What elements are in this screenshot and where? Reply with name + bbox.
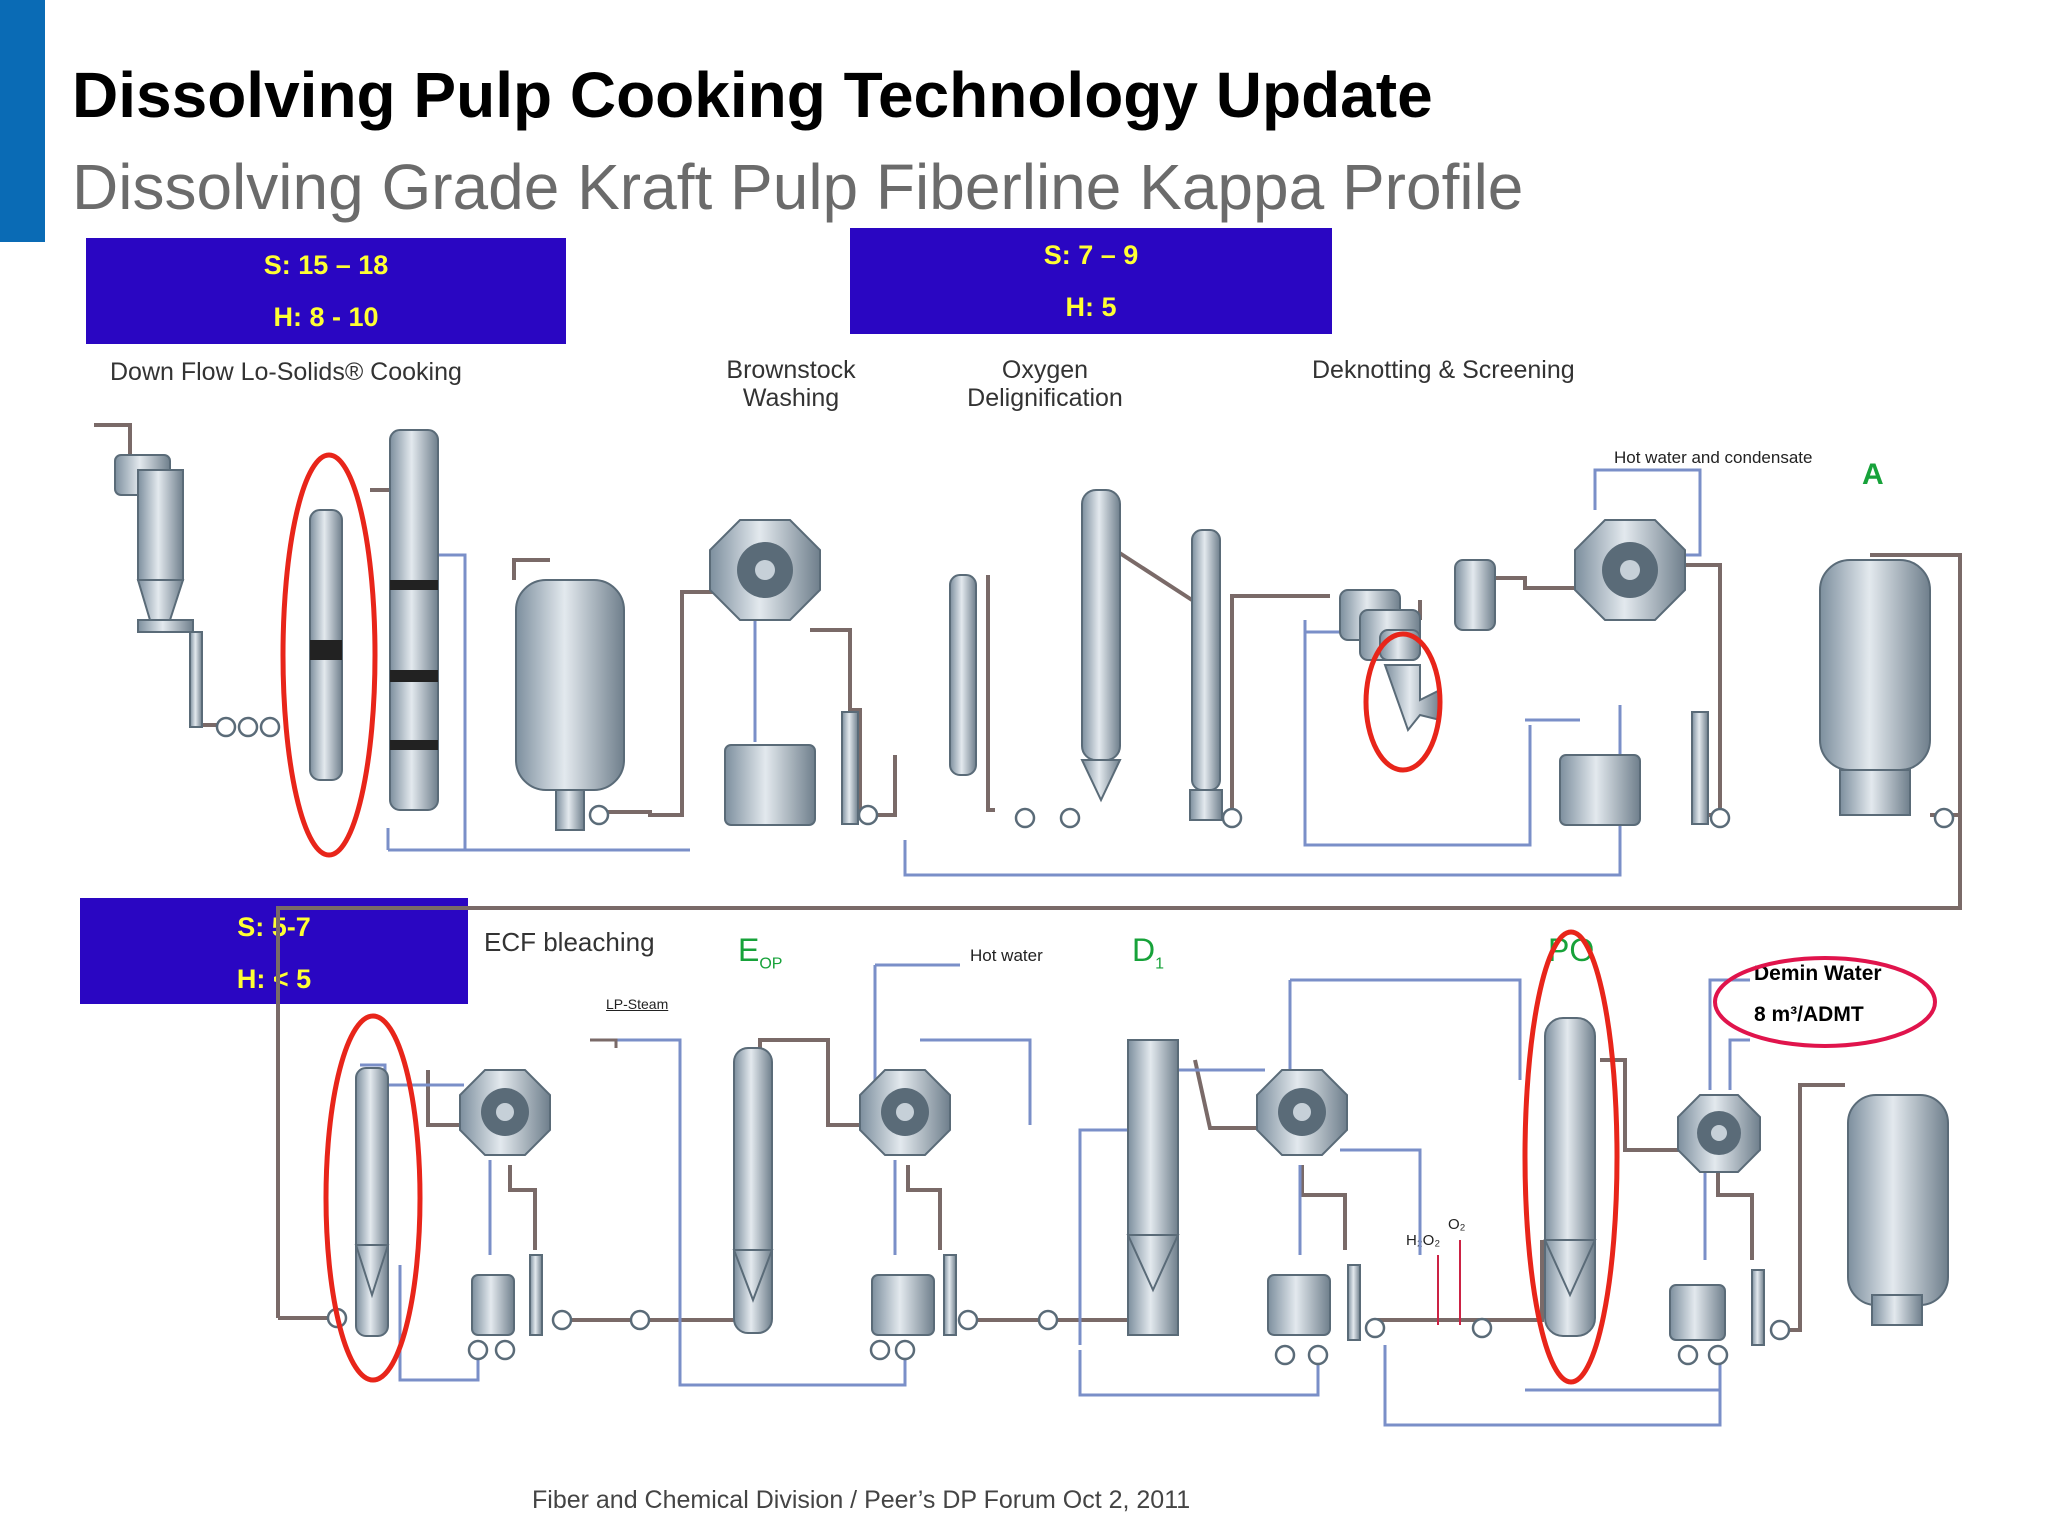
annotation-hot-water: Hot water xyxy=(970,946,1043,965)
stage-label-a: A xyxy=(1862,458,1884,491)
po-washer xyxy=(1669,1094,1791,1366)
page-subtitle: Dissolving Grade Kraft Pulp Fiberline Ka… xyxy=(72,151,1524,223)
chip-feed-system xyxy=(114,454,203,728)
impregnation-vessel xyxy=(309,509,343,781)
section-label-washing: Brownstock Washing xyxy=(716,356,866,412)
po-reactor xyxy=(1543,1017,1597,1337)
kappa-box-oxygen: S: 7 – 9 H: 5 xyxy=(850,228,1332,334)
bleached-storage-tower xyxy=(1847,1094,1949,1326)
knotters-and-screens xyxy=(1339,559,1496,733)
kappa-box-bleaching-s: S: 5-7 xyxy=(237,912,311,942)
section-label-oxygen-line1: Oxygen xyxy=(1001,356,1089,384)
feed-pumps xyxy=(215,716,281,738)
footer-text: Fiber and Chemical Division / Peer’s DP … xyxy=(532,1486,1191,1514)
eop-washer xyxy=(859,1069,1059,1361)
section-label-washing-line2: Washing xyxy=(742,384,840,412)
eop-reactor xyxy=(629,1047,774,1334)
kappa-box-cooking-s: S: 15 – 18 xyxy=(263,250,389,280)
section-label-screening: Deknotting & Screening xyxy=(1312,356,1575,384)
annotation-hot-water-condensate: Hot water and condensate xyxy=(1614,448,1813,467)
blow-tank xyxy=(515,579,625,831)
kappa-box-bleaching: S: 5-7 H: < 5 xyxy=(80,898,468,1004)
unbleached-storage-tower xyxy=(1819,559,1955,829)
demin-water-label: Demin Water xyxy=(1754,962,1882,985)
bottom-line-filtrate-pipes xyxy=(360,963,1750,1427)
oxygen-blow-tank xyxy=(1189,529,1243,829)
digester xyxy=(389,429,439,811)
annotation-lp-steam: LP-Steam xyxy=(606,996,669,1012)
stage-label-eop: EOP xyxy=(738,932,782,973)
kappa-box-bleaching-h: H: < 5 xyxy=(236,964,312,994)
oxygen-reactor xyxy=(1080,489,1122,803)
stage-label-d1-sub: 1 xyxy=(1155,955,1165,973)
brownstock-washer xyxy=(709,519,879,826)
chemical-feed-lines xyxy=(590,1038,1461,1325)
section-label-oxygen: Oxygen Delignification xyxy=(950,356,1140,412)
section-label-oxygen-line2: Delignification xyxy=(967,384,1123,412)
section-label-bleaching: ECF bleaching xyxy=(484,927,655,957)
kappa-box-oxygen-h: H: 5 xyxy=(1065,292,1117,322)
kappa-box-cooking-h: H: 8 - 10 xyxy=(273,302,379,332)
stage-label-eop-sub: OP xyxy=(759,955,783,973)
d1-tower xyxy=(1126,1039,1180,1336)
annotation-h2o2: H₂O₂ xyxy=(1406,1232,1441,1249)
section-label-washing-line1: Brownstock xyxy=(726,356,856,384)
kappa-box-cooking: S: 15 – 18 H: 8 - 10 xyxy=(86,238,566,344)
post-oxygen-washer xyxy=(1559,519,1731,829)
stage-label-d1-main: D xyxy=(1132,932,1156,968)
accent-bar xyxy=(0,0,45,242)
d0-washer xyxy=(459,1069,573,1361)
highlight-rings xyxy=(280,452,1937,1385)
annotation-o2: O₂ xyxy=(1448,1216,1466,1233)
section-label-cooking: Down Flow Lo-Solids® Cooking xyxy=(110,358,462,386)
stage-label-d1: D1 xyxy=(1132,932,1164,973)
kappa-box-oxygen-s: S: 7 – 9 xyxy=(1043,240,1139,270)
demin-water-rate: 8 m³/ADMT xyxy=(1754,1003,1864,1026)
page-title: Dissolving Pulp Cooking Technology Updat… xyxy=(72,59,1433,131)
stage-label-eop-main: E xyxy=(738,932,760,968)
oxygen-mixer-vessel xyxy=(949,574,1081,829)
d1-washer xyxy=(1256,1069,1493,1366)
d0-tower xyxy=(326,1067,390,1337)
